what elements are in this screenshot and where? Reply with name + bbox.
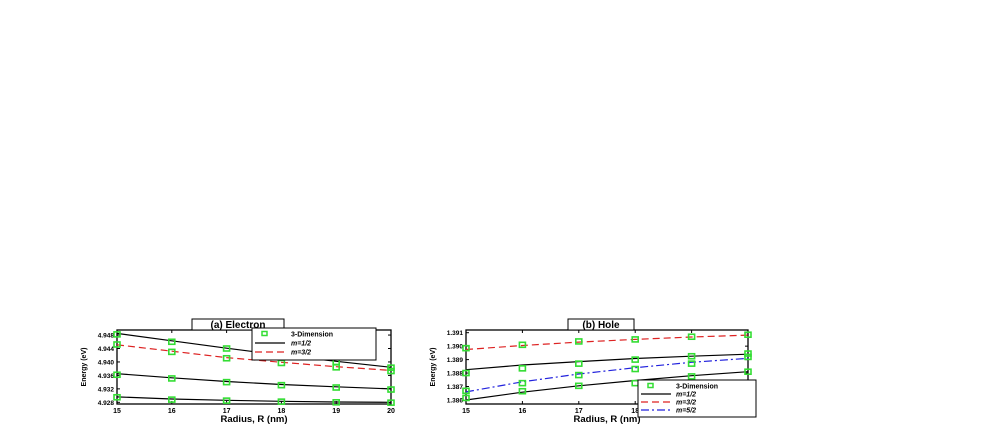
data-point-3d [687, 360, 696, 367]
legend-label: m=5/2 [676, 408, 696, 415]
data-point-3d [277, 381, 286, 389]
legend-marker [647, 382, 654, 389]
legend-label: 3-Dimension [291, 332, 333, 339]
x-tick-label: 15 [113, 408, 121, 415]
data-point-3d [744, 353, 752, 361]
y-tick-label: 1.390 [447, 344, 464, 351]
data-point-3d [387, 386, 395, 393]
x-axis-label: Radius, R (nm) [573, 414, 640, 425]
y-axis-label: Energy (eV) [430, 348, 437, 387]
y-tick-label: 4.940 [98, 359, 115, 366]
data-point-3d [387, 399, 395, 406]
data-point-3d [574, 360, 583, 367]
legend-label: m=1/2 [291, 341, 311, 348]
y-tick-label: 4.932 [98, 386, 115, 393]
data-point-3d [113, 393, 121, 401]
x-tick-label: 18 [631, 408, 639, 415]
data-point-3d [387, 367, 395, 375]
data-point-3d [462, 387, 470, 395]
data-point-3d [687, 333, 696, 341]
legend-label: m=3/2 [676, 400, 696, 407]
chart-title: (b) Hole [582, 320, 620, 331]
x-tick-label: 20 [387, 408, 395, 415]
x-tick-label: 19 [332, 408, 340, 415]
series-line-m-1-2 [465, 353, 749, 371]
data-point-3d [222, 378, 231, 386]
data-point-3d [631, 356, 640, 363]
data-point-3d [222, 345, 231, 352]
data-point-3d [113, 341, 121, 348]
x-tick-label: 18 [278, 408, 286, 415]
data-point-3d [332, 364, 341, 371]
data-point-3d [574, 338, 583, 345]
data-point-3d [744, 331, 752, 339]
legend-label: 3-Dimension [676, 384, 718, 391]
data-point-3d [387, 364, 395, 371]
legend-label: m=3/2 [291, 350, 311, 357]
y-tick-label: 1.388 [447, 371, 464, 378]
y-tick-label: 4.928 [98, 400, 115, 407]
title-box [191, 318, 285, 331]
data-point-3d [168, 348, 176, 356]
x-tick-label: 15 [462, 408, 470, 415]
legend-box [251, 327, 377, 361]
series-line-level-3 [465, 371, 749, 401]
data-point-3d [687, 352, 696, 360]
data-point-3d [277, 398, 286, 405]
data-point-3d [168, 375, 176, 382]
y-tick-label: 1.389 [447, 357, 464, 364]
y-axis-label: Energy (eV) [81, 348, 88, 387]
data-point-3d [168, 396, 176, 403]
chart-hole: (b) Hole1516171819201.3861.3871.3881.389… [430, 318, 757, 425]
data-point-3d [462, 369, 470, 377]
x-tick-label: 17 [223, 408, 231, 415]
y-tick-label: 1.386 [447, 397, 464, 404]
series-line-m-3-2 [465, 334, 749, 351]
chart-title: (a) Electron [210, 320, 265, 331]
data-point-3d [574, 382, 583, 390]
data-point-3d [518, 379, 527, 387]
data-point-3d [332, 399, 341, 406]
y-tick-label: 1.387 [447, 384, 464, 391]
y-tick-label: 4.948 [98, 333, 115, 340]
data-point-3d [462, 344, 470, 352]
data-point-3d [687, 373, 696, 380]
series-line-level-2 [116, 373, 392, 390]
chart-electron: (a) Electron 15 16 17 18 19 20 4.928 4.932 4.936 4… [81, 318, 395, 425]
y-tick-label: 1.391 [447, 330, 464, 337]
y-tick-label: 4.944 [98, 346, 115, 353]
data-point-3d [631, 336, 640, 343]
x-tick-label: 16 [168, 408, 176, 415]
data-point-3d [744, 368, 752, 376]
title-box [567, 318, 635, 331]
legend-label: m=1/2 [676, 392, 696, 399]
data-point-3d [113, 371, 121, 379]
data-point-3d [631, 379, 640, 387]
x-tick-label: 16 [519, 408, 527, 415]
data-point-3d [518, 365, 527, 372]
data-point-3d [332, 384, 341, 391]
x-tick-label: 17 [575, 408, 583, 415]
data-point-3d [631, 365, 640, 373]
data-point-3d [462, 394, 470, 402]
data-point-3d [222, 354, 231, 362]
data-point-3d [574, 371, 583, 379]
x-axis-label: Radius, R (nm) [220, 414, 287, 425]
data-point-3d [168, 338, 176, 346]
data-point-3d [518, 341, 527, 349]
data-point-3d [113, 331, 121, 338]
data-point-3d [222, 397, 231, 404]
data-point-3d [518, 387, 527, 395]
y-tick-label: 4.936 [98, 373, 115, 380]
data-point-3d [744, 350, 752, 357]
legend-box [637, 379, 757, 418]
legend-marker [261, 330, 268, 337]
series-line-level-3 [116, 396, 392, 403]
